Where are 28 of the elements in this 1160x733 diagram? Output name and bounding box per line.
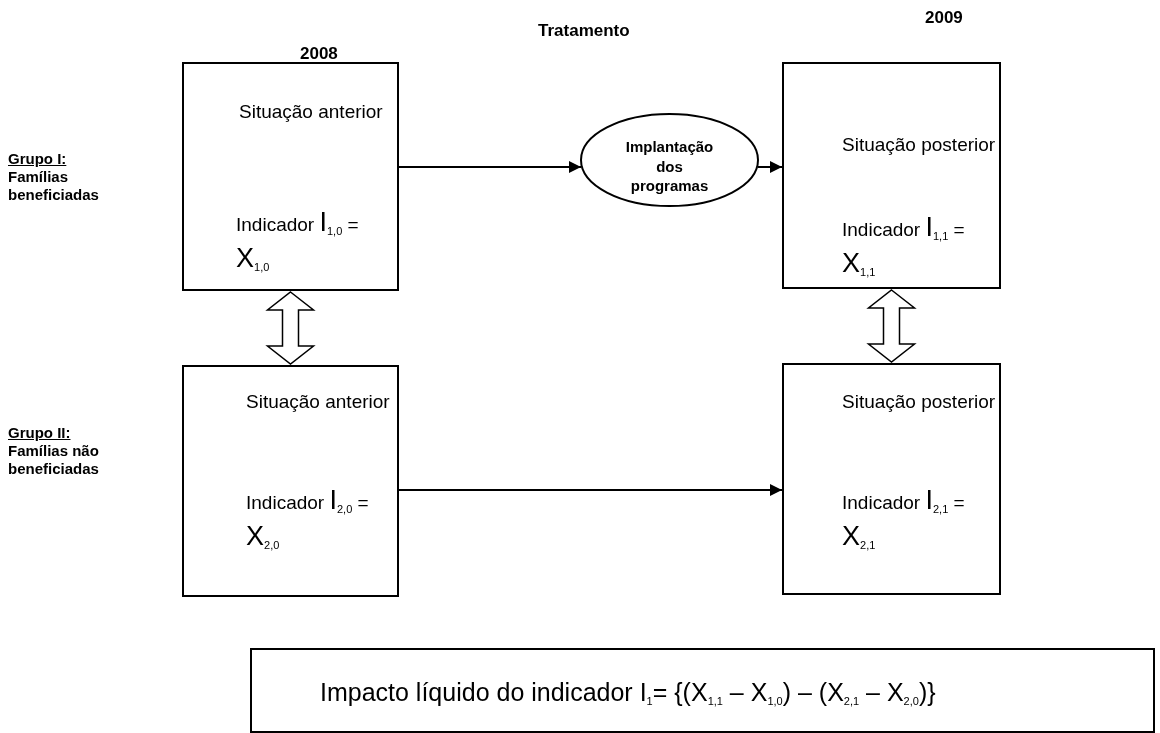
process-ellipse bbox=[580, 113, 759, 207]
double-arrow bbox=[265, 291, 316, 365]
indicator-text: Indicador I$_{2,1}$ = X$_{2,1}$ bbox=[842, 484, 966, 554]
process-box bbox=[182, 62, 399, 291]
process-label: Implantação dos programas bbox=[624, 137, 715, 196]
arrow bbox=[757, 161, 783, 173]
arrow bbox=[398, 161, 582, 173]
process-box bbox=[182, 365, 399, 597]
formula-text: Impacto líquido do indicador I$_{1}$= {(X$_{1,1}$ – X$_{1,0}$) – (X$_{2,1}$ – X$_{2,0}$)} bbox=[320, 677, 936, 709]
process-box bbox=[782, 62, 1001, 289]
indicator-text: Indicador I$_{2,0}$ = X$_{2,0}$ bbox=[246, 484, 370, 554]
group-title: Grupo I: bbox=[8, 150, 67, 168]
indicator-text: Indicador I$_{1,0}$ = X$_{1,0}$ bbox=[236, 206, 360, 276]
double-arrow bbox=[866, 289, 917, 363]
box-heading: Situação anterior bbox=[246, 390, 390, 414]
box-heading: Situação anterior bbox=[239, 100, 383, 124]
formula-box bbox=[250, 648, 1155, 733]
box-heading: Situação posterior bbox=[842, 133, 996, 157]
box-heading: Situação posterior bbox=[842, 390, 996, 414]
column-heading: Tratamento bbox=[538, 21, 630, 42]
column-heading: 2009 bbox=[925, 8, 963, 29]
group-description: Famílias beneficiadas bbox=[8, 168, 100, 204]
process-box bbox=[782, 363, 1001, 595]
group-title: Grupo II: bbox=[8, 424, 71, 442]
group-description: Famílias não beneficiadas bbox=[8, 442, 100, 478]
column-heading: 2008 bbox=[300, 44, 338, 65]
arrow bbox=[398, 484, 783, 496]
indicator-text: Indicador I$_{1,1}$ = X$_{1,1}$ bbox=[842, 211, 966, 281]
